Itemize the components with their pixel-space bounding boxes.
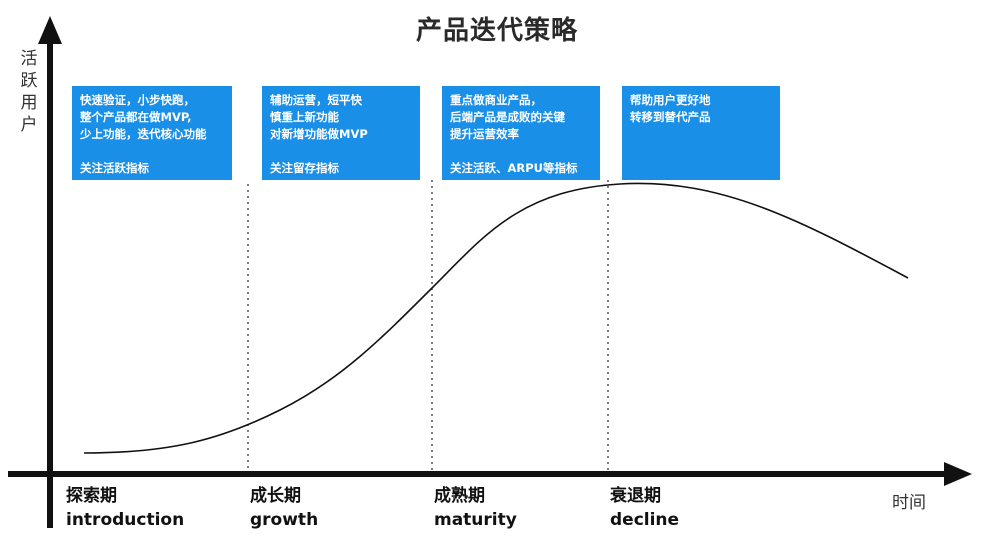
stage-maturity-en: maturity [434, 510, 517, 530]
note-growth-focus: 关注留存指标 [270, 161, 339, 175]
stage-decline-zh: 衰退期 [610, 486, 661, 506]
stage-growth-en: growth [250, 510, 319, 530]
note-introduction: 快速验证，小步快跑， 整个产品都在做MVP, 少上功能，迭代核心功能 关注活跃指… [72, 86, 232, 180]
stage-maturity-zh: 成熟期 [434, 486, 485, 506]
stage-introduction-en: introduction [66, 510, 185, 530]
stage-growth: 成长期 growth [250, 484, 318, 532]
note-decline: 帮助用户更好地 转移到替代产品 [622, 86, 780, 180]
lifecycle-curve [83, 182, 909, 454]
x-axis-arrow [944, 462, 972, 486]
note-maturity-focus: 关注活跃、ARPU等指标 [450, 161, 578, 175]
note-growth-text: 辅助运营，短平快 慎重上新功能 对新增功能做MVP [270, 93, 368, 141]
y-axis-arrow [38, 16, 62, 44]
note-maturity-text: 重点做商业产品， 后端产品是成败的关键 提升运营效率 [450, 93, 565, 141]
note-introduction-focus: 关注活跃指标 [80, 161, 149, 175]
stage-growth-zh: 成长期 [250, 486, 301, 506]
x-axis-label: 时间 [892, 493, 926, 513]
y-axis-label: 活跃用户 [20, 49, 38, 135]
stage-decline: 衰退期 decline [610, 484, 679, 532]
stage-introduction: 探索期 introduction [66, 484, 184, 532]
stage-decline-en: decline [610, 510, 680, 530]
note-growth: 辅助运营，短平快 慎重上新功能 对新增功能做MVP 关注留存指标 [262, 86, 420, 180]
diagram-title: 产品迭代策略 [415, 16, 578, 46]
note-introduction-text: 快速验证，小步快跑， 整个产品都在做MVP, 少上功能，迭代核心功能 [80, 93, 207, 141]
stage-maturity: 成熟期 maturity [434, 484, 517, 532]
stage-introduction-zh: 探索期 [66, 486, 117, 506]
note-decline-text: 帮助用户更好地 转移到替代产品 [630, 93, 711, 124]
note-maturity: 重点做商业产品， 后端产品是成败的关键 提升运营效率 关注活跃、ARPU等指标 [442, 86, 600, 180]
